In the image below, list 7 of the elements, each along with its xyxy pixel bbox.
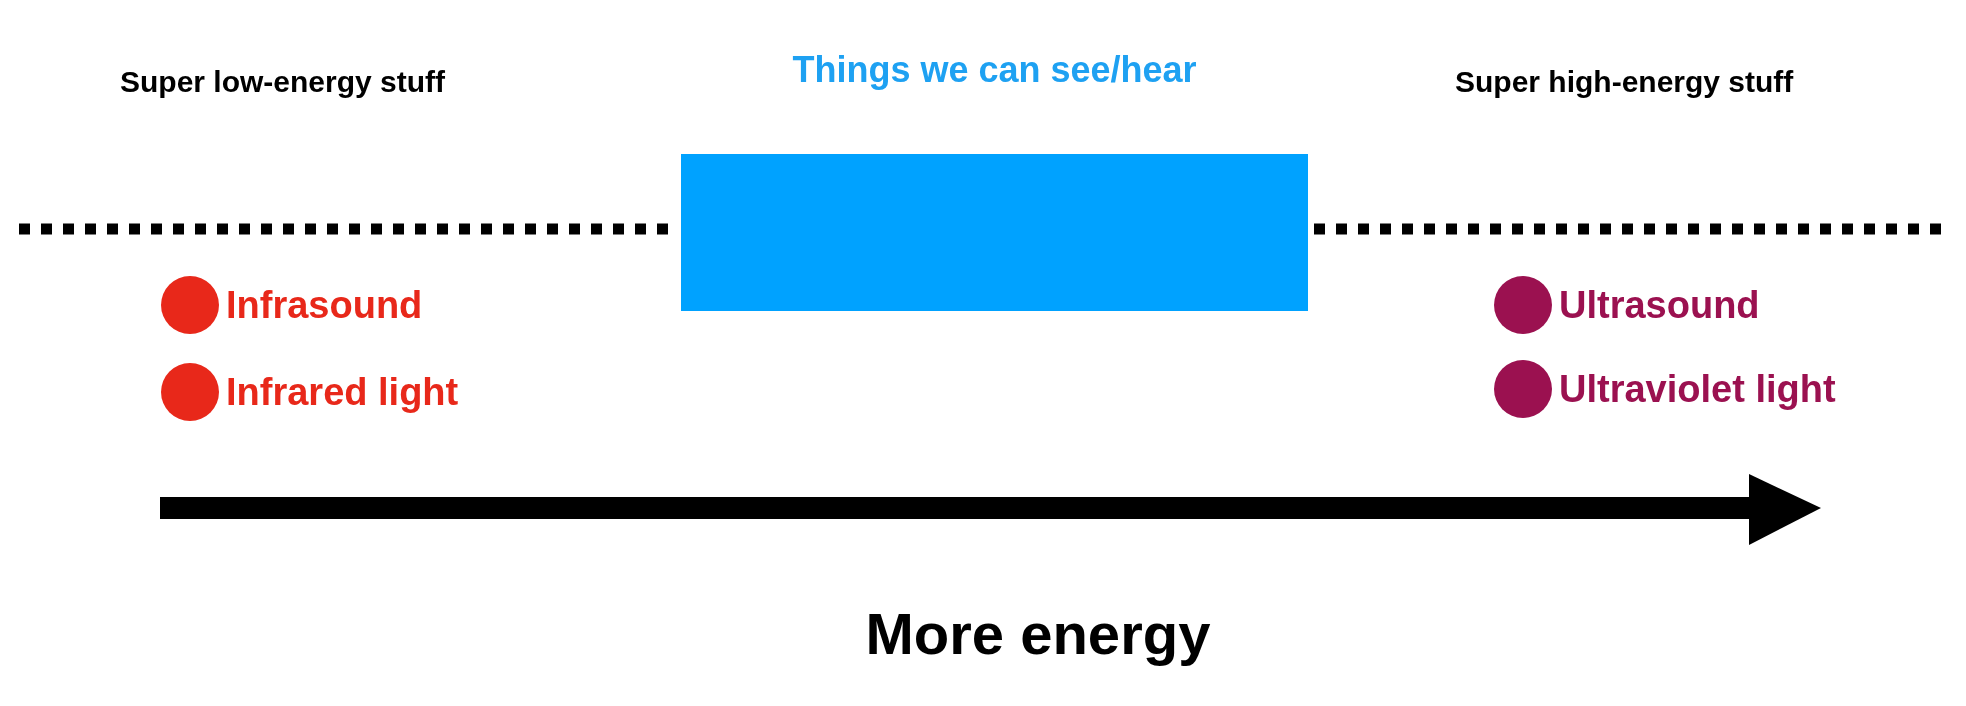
range-label: Super high-energy stuff xyxy=(1455,67,1794,97)
range-label: Super low-energy stuff xyxy=(120,67,446,97)
item-label: Infrared light xyxy=(226,373,459,411)
item-label: Infrasound xyxy=(226,286,423,324)
section-heading: Things we can see/hear xyxy=(791,52,1198,88)
item-label: Ultrasound xyxy=(1559,286,1760,324)
item-label: Ultraviolet light xyxy=(1559,370,1836,408)
